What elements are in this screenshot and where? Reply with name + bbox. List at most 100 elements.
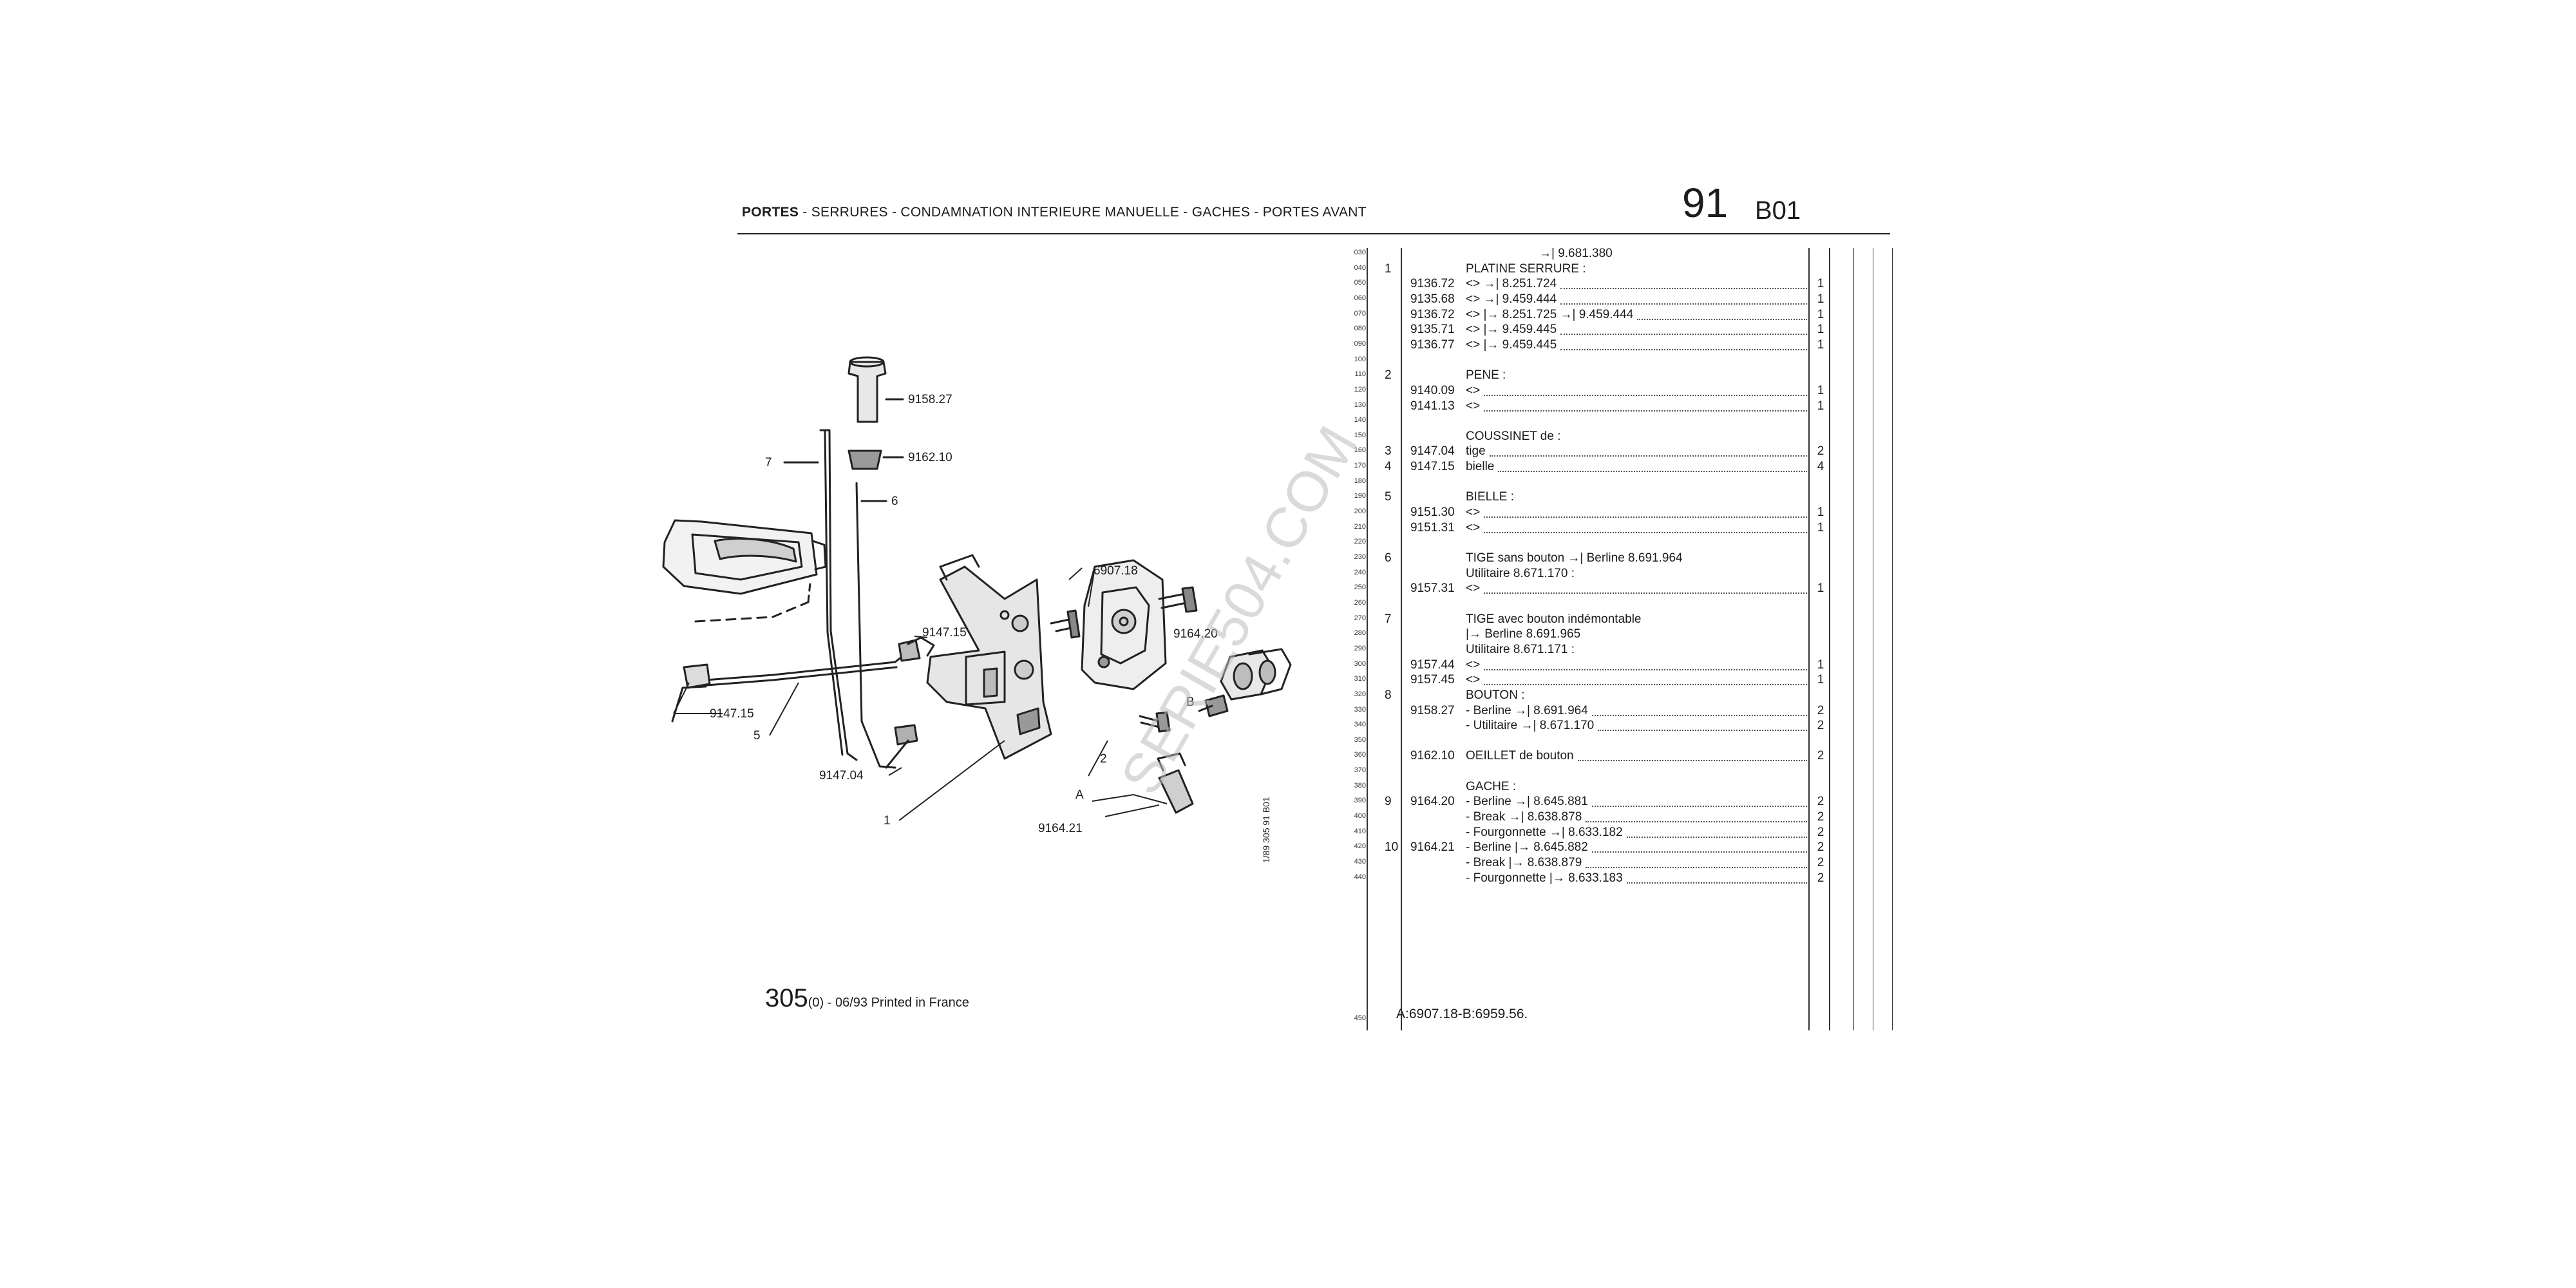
line-number: 430 <box>1354 858 1366 866</box>
part-reference: 9141.13 <box>1410 399 1455 413</box>
line-number: 360 <box>1354 751 1366 759</box>
line-number: 090 <box>1354 339 1366 348</box>
line-number: 110 <box>1354 370 1366 379</box>
label-9147-04: 9147.04 <box>819 769 864 782</box>
line-number: 170 <box>1354 462 1366 470</box>
part-reference: 9157.31 <box>1410 582 1455 596</box>
part-description: TIGE avec bouton indémontable <box>1466 612 1642 626</box>
grommet-drawing <box>848 450 882 470</box>
leader-dots <box>1627 836 1807 838</box>
part-description: <> |→ 8.251.725 →| 9.459.444 <box>1466 307 1634 321</box>
label-1: 1 <box>884 814 891 828</box>
line-number: 250 <box>1354 583 1366 592</box>
label-9158-27: 9158.27 <box>908 393 952 406</box>
header-rule <box>737 233 1890 234</box>
item-number: 1 <box>1385 261 1392 276</box>
part-reference: 9157.45 <box>1410 673 1455 687</box>
leader-dots <box>1498 471 1807 473</box>
item-number: 6 <box>1385 551 1392 565</box>
leader-dots <box>1560 348 1807 350</box>
title-bold: PORTES <box>742 205 799 220</box>
leader-dots <box>1586 821 1807 823</box>
part-description: GACHE : <box>1466 779 1517 793</box>
part-description: PENE : <box>1466 368 1506 383</box>
striker-screw-drawing <box>1158 769 1194 814</box>
parts-row <box>0 536 2576 550</box>
leader-dots <box>1578 760 1807 762</box>
parts-row <box>0 597 2576 611</box>
part-reference: 9164.20 <box>1410 795 1455 809</box>
footnote: A:6907.18-B:6959.56. <box>1396 1007 1528 1021</box>
parts-row: |→ Berline 8.691.965 <box>0 627 2576 641</box>
quantity: 1 <box>1817 658 1824 672</box>
part-reference: 9147.04 <box>1410 444 1455 459</box>
leader-dots <box>1592 806 1807 808</box>
label-6: 6 <box>891 495 898 508</box>
line-number: 290 <box>1354 644 1366 652</box>
column-rule-extra-1 <box>1853 248 1854 1030</box>
rod-7-drawing <box>819 429 858 761</box>
part-reference: 9136.77 <box>1410 337 1455 352</box>
part-description: - Fourgonnette |→ 8.633.183 <box>1466 871 1623 885</box>
label-9164-20: 9164.20 <box>1173 627 1218 641</box>
line-number: 040 <box>1354 263 1366 272</box>
leader-dots <box>1484 531 1807 533</box>
line-number: 450 <box>1354 1014 1366 1022</box>
line-number: 300 <box>1354 659 1366 668</box>
part-description: <> <box>1466 399 1481 413</box>
leader-dots <box>1484 516 1807 518</box>
bushing-9147-04-drawing <box>894 724 918 746</box>
line-number: 380 <box>1354 781 1366 790</box>
leader-dots <box>1484 592 1807 594</box>
leader-dots <box>1598 730 1807 732</box>
part-description: Utilitaire 8.671.170 : <box>1466 566 1575 580</box>
label-9162-10: 9162.10 <box>908 451 952 464</box>
part-description: OEILLET de bouton <box>1466 749 1574 763</box>
parts-row: COUSSINET de : <box>0 430 2576 444</box>
part-description: BOUTON : <box>1466 688 1525 702</box>
leader-dots <box>1484 684 1807 686</box>
parts-row: →| 9.681.380 <box>0 247 2576 261</box>
item-number: 7 <box>1385 612 1392 626</box>
leader-dots <box>1627 882 1807 884</box>
parts-row <box>0 764 2576 779</box>
parts-row: 9151.30<>1 <box>0 506 2576 520</box>
part-description: - Berline →| 8.645.881 <box>1466 795 1588 809</box>
label-9147-15-upper: 9147.15 <box>922 626 967 639</box>
part-description: COUSSINET de : <box>1466 429 1561 443</box>
item-number: 5 <box>1385 490 1392 504</box>
quantity: 4 <box>1817 460 1824 474</box>
part-description: - Fourgonnette →| 8.633.182 <box>1466 825 1623 839</box>
line-number: 030 <box>1354 249 1366 256</box>
line-number: 160 <box>1354 446 1366 455</box>
parts-row: 9157.44<>1 <box>0 658 2576 672</box>
button-drawing <box>848 361 887 423</box>
quantity: 2 <box>1817 795 1824 809</box>
part-description: <> <box>1466 582 1481 596</box>
line-number: 410 <box>1354 827 1366 835</box>
label-2: 2 <box>1100 752 1107 766</box>
line-number: 240 <box>1354 568 1366 576</box>
section-code: B01 <box>1755 196 1801 225</box>
footer-print-info: 305(0) - 06/93 Printed in France <box>765 984 969 1013</box>
item-number: 3 <box>1385 444 1392 459</box>
line-number: 320 <box>1354 690 1366 698</box>
line-number: 400 <box>1354 812 1366 820</box>
part-reference: 9151.30 <box>1410 506 1455 520</box>
parts-row: Utilitaire 8.671.171 : <box>0 643 2576 657</box>
part-description: PLATINE SERRURE : <box>1466 261 1586 276</box>
page-number: 91 <box>1682 180 1728 226</box>
item-number: 4 <box>1385 460 1392 474</box>
part-reference: 9136.72 <box>1410 277 1455 291</box>
